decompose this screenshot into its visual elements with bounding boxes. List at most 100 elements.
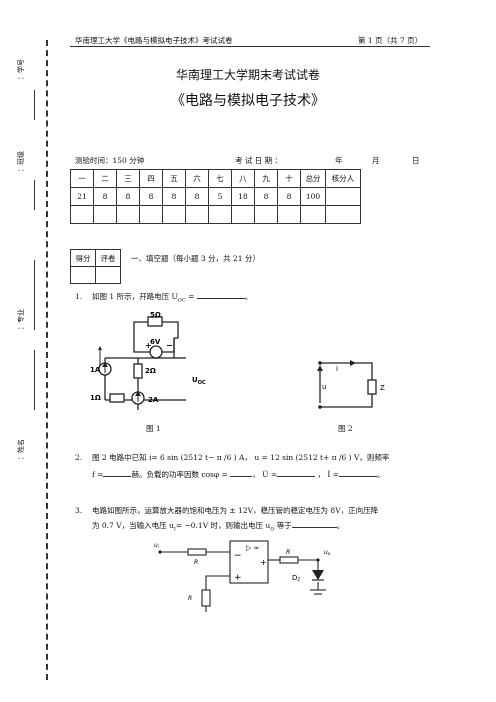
score-header-cell: 三	[116, 169, 140, 188]
q2-end: 。	[377, 470, 385, 479]
fig3-output-plus: +	[260, 558, 267, 567]
exam-duration: 测验时间：150 分钟	[75, 156, 145, 165]
binding-dash-line	[46, 40, 48, 680]
q3-answer-blank[interactable]	[291, 527, 337, 528]
score-entry-cell[interactable]	[139, 205, 163, 224]
class-label: ：班级	[17, 151, 25, 172]
q3-output-subscript: O	[270, 526, 275, 533]
fig3-opamp-symbol: ▷ ∞	[246, 544, 259, 552]
section-score-label: 得分	[70, 249, 96, 267]
score-entry-cell[interactable]	[116, 205, 140, 224]
q2-power-factor-label: 赫。负载的功率因数 cosφ =	[131, 470, 231, 479]
fig3-r2-label: R	[286, 549, 290, 556]
points-cell: 21	[70, 187, 94, 206]
major-label: ：专业	[17, 309, 25, 330]
q3-end: 。	[336, 521, 345, 530]
points-cell: 18	[231, 187, 255, 206]
fig2-voltage-label: u	[322, 383, 326, 391]
figure-1-caption: 图 1	[146, 424, 161, 433]
score-entry-cell[interactable]	[254, 205, 278, 224]
q3-output-label: = −0.1V 时，则输出电压 u	[175, 521, 271, 530]
q2-voltage-blank[interactable]	[277, 476, 316, 477]
points-cell: 8	[139, 187, 163, 206]
points-cell: 100	[300, 187, 326, 206]
q2-comma-1: ，	[252, 470, 260, 479]
score-entry-cell[interactable]	[300, 205, 326, 224]
score-header-cell: 九	[254, 169, 278, 188]
score-entry-cell[interactable]	[277, 205, 301, 224]
name-line	[34, 350, 35, 410]
fig1-r-mid-label: 2Ω	[145, 367, 156, 375]
score-header-cell: 核分人	[325, 169, 361, 188]
fig1-r-bot-label: 1Ω	[90, 394, 101, 402]
question-3-line1: 3. 电路如图所示，运算放大器的饱和电压为 ± 12V，稳压管的稳定电压为 8V…	[75, 506, 379, 515]
score-entry-cell[interactable]	[185, 205, 209, 224]
q2-power-factor-blank[interactable]	[230, 476, 253, 477]
section1-score-box: 得分 评卷	[70, 249, 121, 284]
exam-date-label: 考 试 日 期 ：	[235, 156, 283, 165]
exam-title: 华南理工大学期末考试试卷	[175, 68, 320, 82]
q2-frequency-blank[interactable]	[103, 476, 132, 477]
figure-2-caption: 图 2	[338, 424, 353, 433]
fig3-inverting-terminal: −	[234, 551, 242, 561]
score-header-cell: 五	[162, 169, 186, 188]
fig3-r3-label: R	[188, 595, 192, 602]
q1-subscript: OC	[177, 297, 186, 304]
score-header-cell: 四	[139, 169, 163, 188]
points-cell: 8	[277, 187, 301, 206]
class-line	[34, 180, 35, 210]
points-cell: 8	[185, 187, 209, 206]
score-entry-cell[interactable]	[231, 205, 255, 224]
figure-2-circuit: i u Z	[317, 360, 385, 409]
question-2-line1: 2. 图 2 电路中已知 i= 6 sin (2512 t− π /6 ) A，…	[75, 453, 390, 462]
points-cell: 5	[208, 187, 232, 206]
exam-date-month: 月	[372, 156, 380, 165]
header-rule	[70, 46, 430, 47]
score-table-header-row: 一 二 三 四 五 六 七 八 九 十 总分 核分人	[70, 169, 361, 188]
fig1-uoc-label: UOC	[192, 376, 206, 386]
question-3-line2: 为 0.7 V，当输入电压 uI= −0.1V 时，则输出电压 uO 等于。	[92, 520, 344, 533]
q2-voltage-phasor: U̇	[262, 470, 269, 479]
fig1-plus: +	[145, 341, 152, 350]
course-title: 《电路与模拟电子技术》	[171, 93, 325, 109]
points-cell	[325, 187, 361, 206]
fig2-current-label: i	[336, 365, 338, 373]
figure-1-circuit: 5Ω 6V + − 1A 2Ω 1Ω 2A UOC	[90, 311, 206, 410]
score-entry-cell[interactable]	[162, 205, 186, 224]
score-entry-cell[interactable]	[70, 205, 94, 224]
fig1-vsrc-label: 6V	[150, 338, 161, 346]
q2-comma-2: ，	[317, 470, 326, 479]
score-entry-cell[interactable]	[93, 205, 117, 224]
score-header-cell: 十	[277, 169, 301, 188]
score-entry-cell[interactable]	[325, 205, 361, 224]
fig3-input-label: ui	[154, 542, 160, 549]
q2-voltage-equals: =	[268, 470, 278, 479]
points-cell: 8	[254, 187, 278, 206]
section-score-entry[interactable]	[70, 266, 96, 284]
fig3-r1-label: R	[194, 559, 198, 566]
fig2-load-label: Z	[380, 384, 385, 392]
q3-input-subscript: I	[173, 526, 176, 533]
section-grader-entry[interactable]	[95, 266, 121, 284]
fig1-isrc2-label: 2A	[148, 396, 159, 404]
q2-current-blank[interactable]	[339, 476, 378, 477]
score-entry-cell[interactable]	[208, 205, 232, 224]
exam-date-year: 年	[335, 156, 343, 165]
points-cell: 8	[116, 187, 140, 206]
q3-equals-label: 等于	[274, 521, 292, 530]
section-grader-label: 评卷	[95, 249, 121, 267]
question-2-line2: f =赫。负载的功率因数 cosφ = ， U̇ = ， İ =。	[92, 469, 385, 480]
q1-answer-blank[interactable]	[196, 298, 245, 299]
q2-frequency-label: f =	[92, 470, 104, 479]
score-table-entry-row	[70, 205, 361, 224]
score-header-cell: 总分	[300, 169, 326, 188]
figure-3-opamp-circuit: ui uo R R R ▷ ∞ − + + DZ	[154, 540, 331, 612]
question-1-text: 1. 如图 1 所示，开路电压 UOC = 。	[75, 291, 252, 304]
header-title: 华南理工大学《电路与模拟电子技术》考试试卷	[75, 36, 233, 45]
fig1-isrc1-label: 1A	[90, 366, 101, 374]
fig1-r-top-label: 5Ω	[150, 311, 161, 319]
score-header-cell: 一	[70, 169, 94, 188]
fig3-noninverting-terminal: +	[234, 573, 242, 583]
fig3-output-label: uo	[324, 549, 331, 556]
q1-equals: =	[185, 292, 195, 301]
